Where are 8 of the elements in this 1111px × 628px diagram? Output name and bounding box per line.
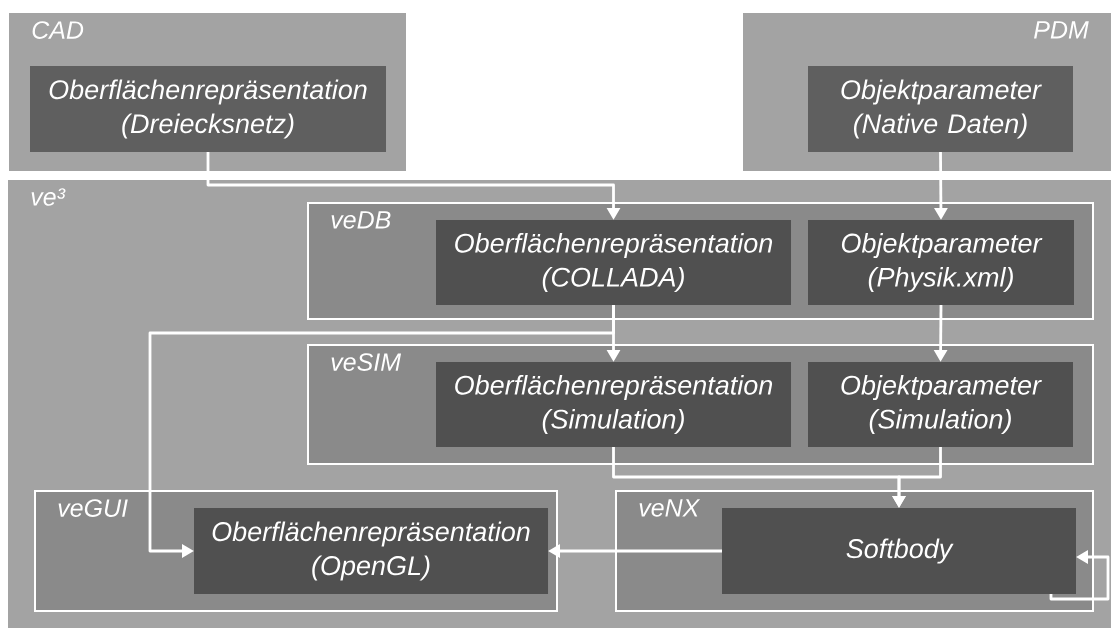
data-box: Objektparameter (Physik.xml) xyxy=(808,220,1074,305)
data-box: Objektparameter (Native Daten) xyxy=(808,66,1073,152)
data-box: Oberflächenrepräsentation (OpenGL) xyxy=(194,508,548,594)
data-box: Oberflächenrepräsentation (Simulation) xyxy=(436,362,791,447)
data-box: Oberflächenrepräsentation (Dreiecksnetz) xyxy=(30,66,386,152)
data-box: Objektparameter (Simulation) xyxy=(808,362,1073,447)
data-box: Softbody xyxy=(722,508,1076,594)
data-box: Oberflächenrepräsentation (COLLADA) xyxy=(436,220,791,305)
